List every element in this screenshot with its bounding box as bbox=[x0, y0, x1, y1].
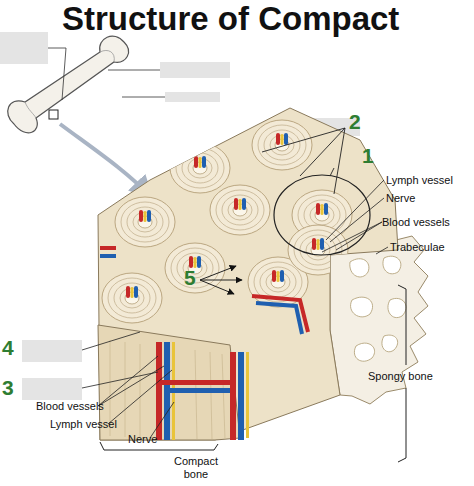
leader-line bbox=[322, 180, 388, 254]
perforating-vein bbox=[256, 303, 302, 334]
blank-label bbox=[160, 62, 230, 78]
part-label: Nerve bbox=[386, 192, 415, 205]
osteon bbox=[165, 243, 225, 293]
osteon bbox=[102, 273, 162, 323]
osteon-group bbox=[102, 120, 352, 323]
osteon bbox=[210, 185, 270, 235]
callout-number: 1 bbox=[362, 144, 374, 168]
part-label: Nerve bbox=[128, 433, 157, 446]
pointer-arrow bbox=[200, 280, 242, 281]
vein bbox=[238, 352, 244, 440]
nerve-fiber bbox=[246, 352, 249, 438]
compact-bone-block bbox=[98, 108, 398, 440]
artery bbox=[230, 352, 236, 440]
perforating-artery bbox=[162, 380, 230, 385]
blank-label bbox=[0, 32, 48, 64]
leader-line bbox=[330, 168, 334, 176]
perforating-vein bbox=[170, 388, 230, 393]
osteon bbox=[252, 120, 312, 170]
vein bbox=[164, 342, 170, 440]
part-label: Spongy bone bbox=[368, 370, 433, 383]
part-label: Lymph vessel bbox=[50, 418, 117, 431]
osteon bbox=[115, 197, 175, 247]
leader-line bbox=[48, 48, 165, 100]
marrow-space bbox=[350, 256, 406, 361]
periosteal-artery bbox=[100, 248, 116, 256]
callout-number: 5 bbox=[184, 266, 196, 290]
bracket bbox=[100, 442, 218, 450]
part-label: Blood vessels bbox=[36, 400, 104, 413]
part-label: Compact bone bbox=[168, 455, 224, 480]
part-label: Lymph vessel bbox=[386, 174, 453, 187]
title: Structure of Compact bbox=[62, 2, 399, 35]
part-label: Trabeculae bbox=[390, 241, 445, 254]
blank-label bbox=[165, 92, 220, 102]
callout-number: 3 bbox=[2, 376, 14, 400]
pointer-arrow bbox=[200, 266, 236, 280]
leader-line bbox=[262, 128, 345, 194]
callout-number: 2 bbox=[349, 110, 361, 134]
section-box bbox=[49, 110, 58, 119]
pointer-arrow bbox=[200, 280, 234, 294]
periosteal-vein bbox=[100, 254, 116, 258]
callout-number: 4 bbox=[2, 336, 14, 360]
osteon bbox=[170, 143, 230, 193]
zoom-arrow bbox=[60, 124, 150, 196]
blank-label bbox=[22, 340, 82, 362]
cut-face bbox=[98, 325, 240, 440]
osteon bbox=[288, 225, 348, 275]
part-label: Blood vessels bbox=[382, 216, 450, 229]
osteon-outline bbox=[274, 175, 370, 255]
blank-label bbox=[22, 378, 82, 400]
